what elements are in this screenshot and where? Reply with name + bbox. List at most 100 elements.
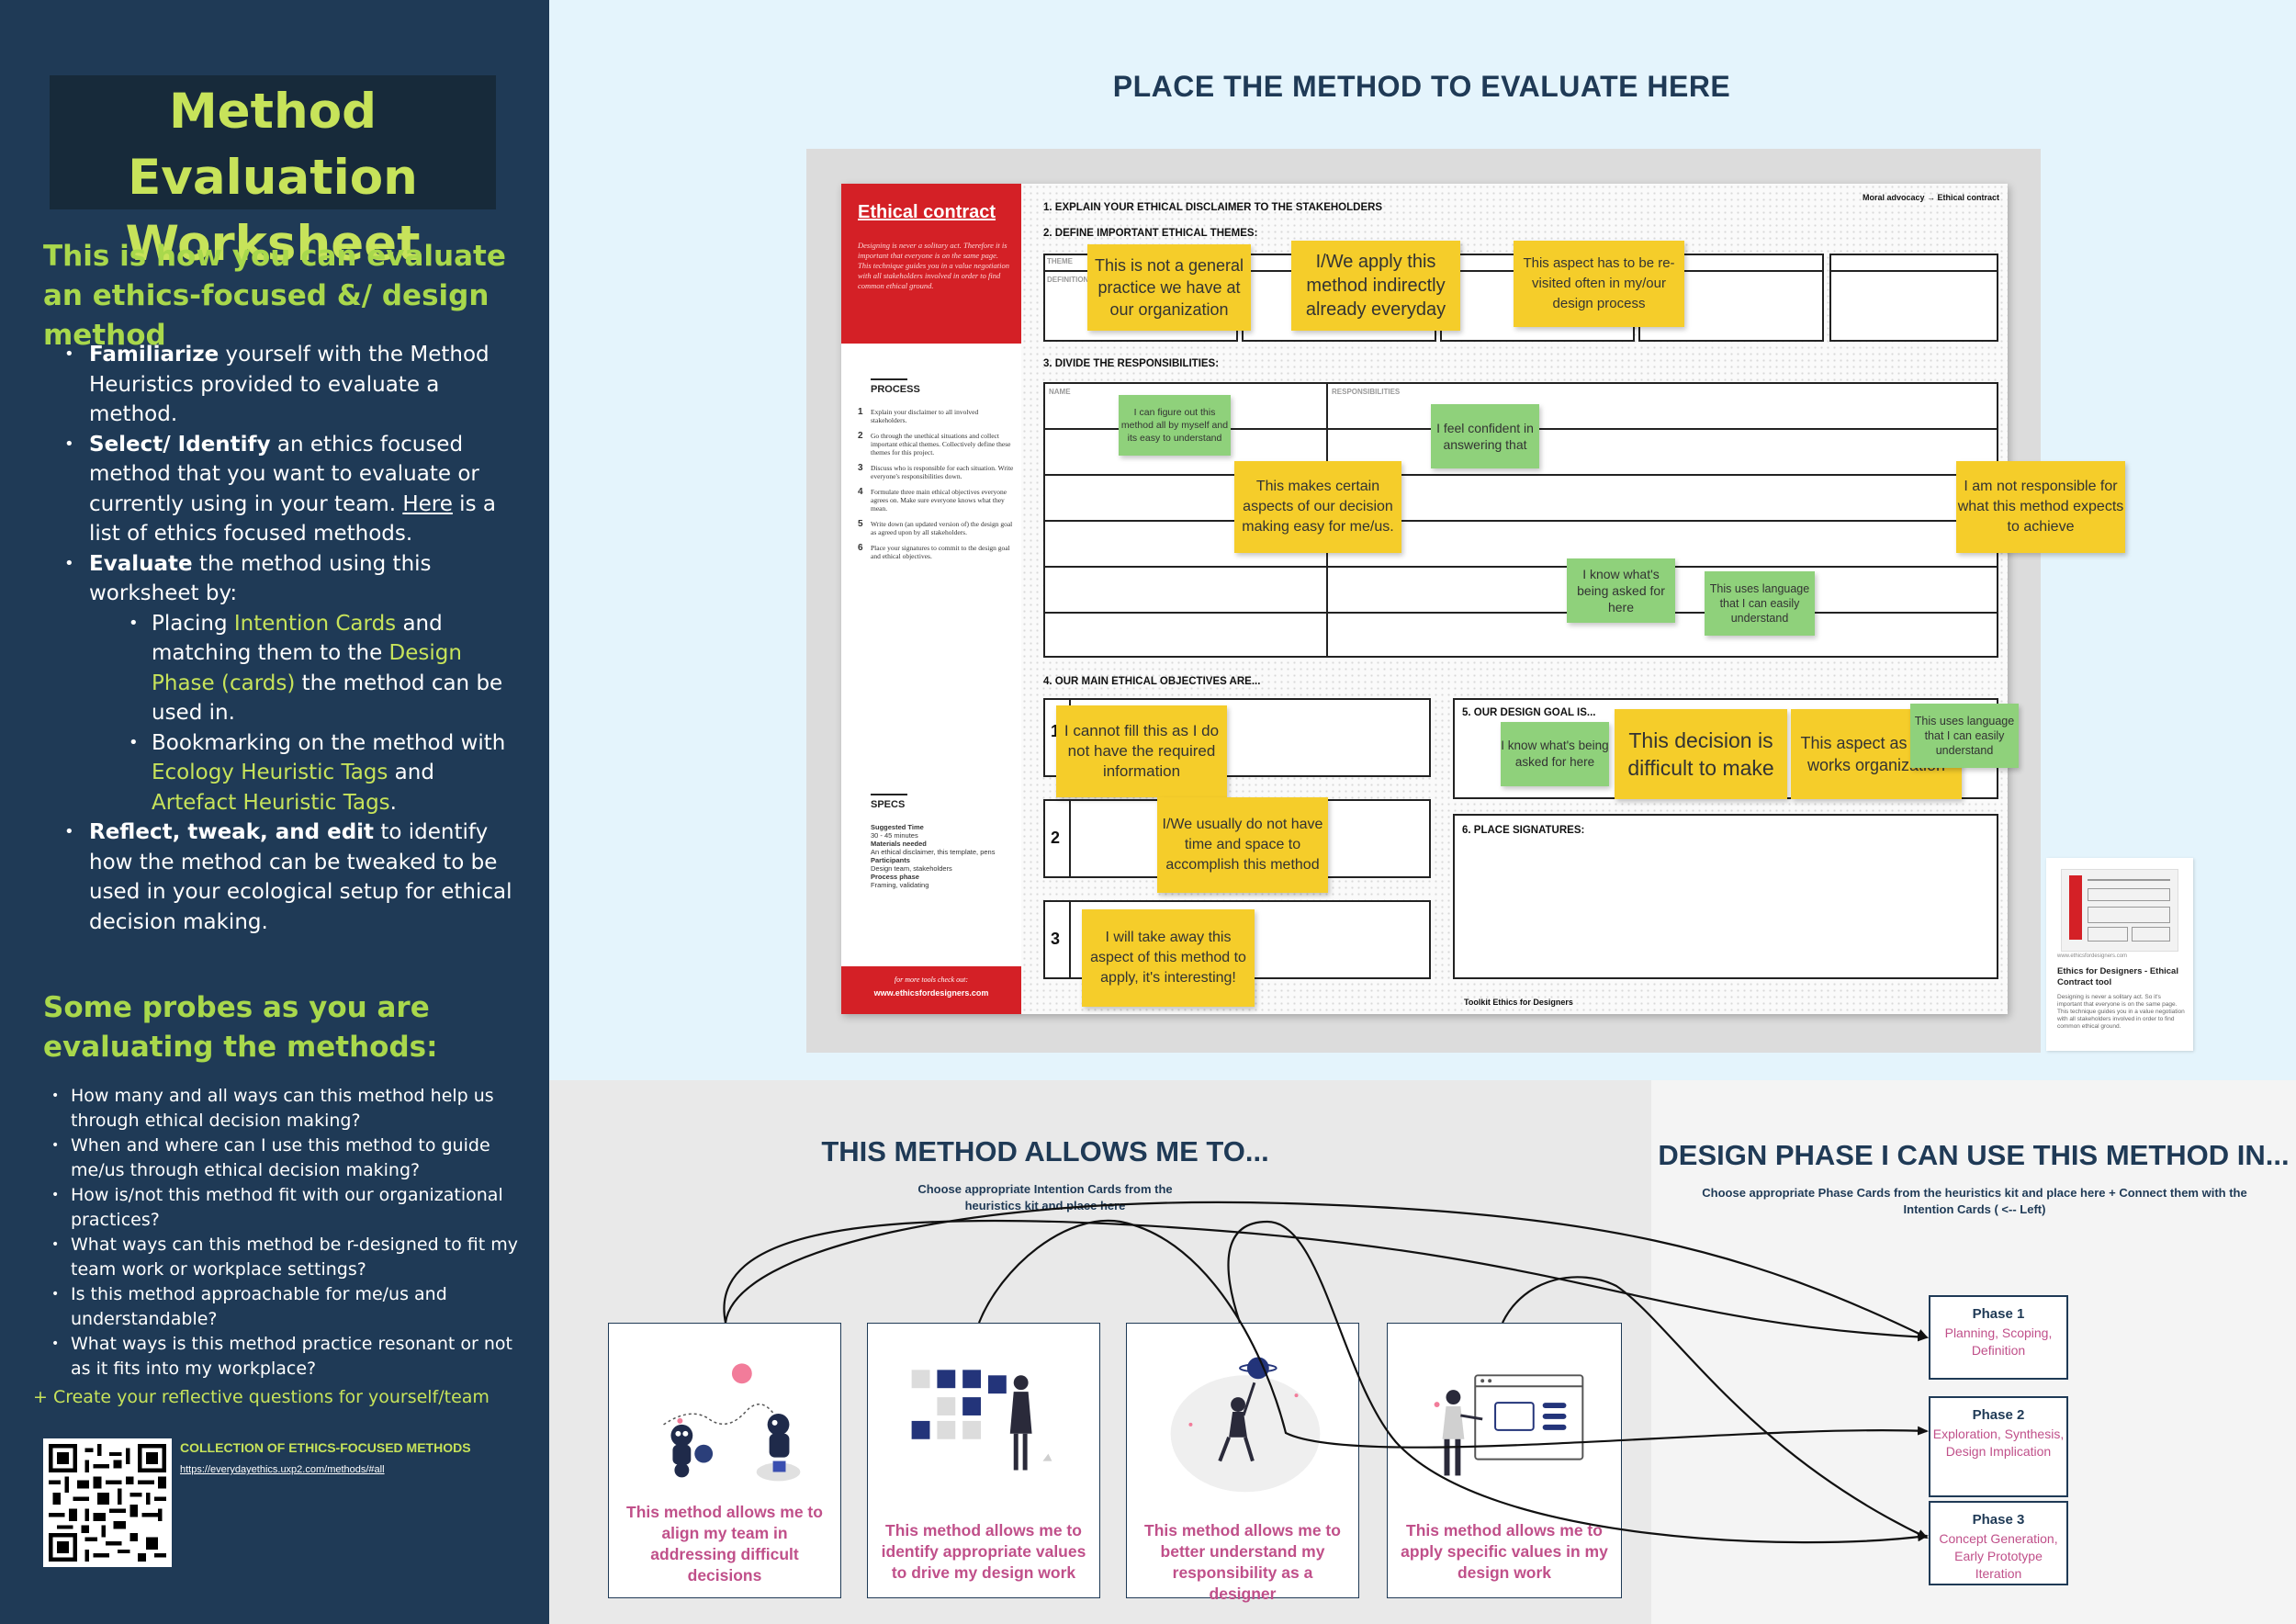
section-responsibilities: 3. DIVIDE THE RESPONSIBILITIES: bbox=[1043, 358, 1220, 369]
sticky-note[interactable]: This makes certain aspects of our decisi… bbox=[1234, 461, 1401, 553]
objective-number: 1 bbox=[1051, 722, 1061, 740]
step-evaluate: Evaluate the method using this worksheet… bbox=[43, 549, 521, 818]
allows-instructions: Choose appropriate Intention Cards from … bbox=[917, 1182, 1173, 1212]
qr-code[interactable] bbox=[43, 1438, 172, 1567]
objective-number: 3 bbox=[1051, 930, 1061, 948]
worksheet-title: Method Evaluation Worksheet bbox=[125, 84, 421, 272]
sticky-note[interactable]: I cannot fill this as I do not have the … bbox=[1056, 705, 1227, 797]
theme-label: THEME bbox=[1047, 257, 1073, 265]
sticky-note[interactable]: I am not responsible for what this metho… bbox=[1956, 461, 2125, 553]
sticky-note[interactable]: This uses language that I can easily und… bbox=[1705, 571, 1815, 636]
preview-title: Ethics for Designers - Ethical Contract … bbox=[2057, 966, 2178, 987]
probe-item: What ways is this method practice resona… bbox=[43, 1332, 521, 1382]
evaluate-substeps: Placing Intention Cards and matching the… bbox=[89, 609, 521, 818]
instruction-steps: Familiarize yourself with the Method Heu… bbox=[43, 340, 521, 937]
sticky-note[interactable]: I/We apply this method indirectly alread… bbox=[1291, 241, 1460, 331]
values-board-illustration-icon bbox=[868, 1324, 1099, 1498]
template-title: Ethical contract bbox=[858, 202, 996, 222]
template-intro: Designing is never a solitary act. There… bbox=[858, 241, 1010, 290]
divider bbox=[871, 794, 907, 795]
phase-card-2[interactable]: Phase 2 Exploration, Synthesis, Design I… bbox=[1929, 1396, 2068, 1497]
probe-item: Is this method approachable for me/us an… bbox=[43, 1282, 521, 1332]
phase-description: Planning, Scoping, Definition bbox=[1944, 1325, 2053, 1358]
section-objectives: 4. OUR MAIN ETHICAL OBJECTIVES ARE... bbox=[1043, 676, 1261, 687]
probe-item: When and where can I use this method to … bbox=[43, 1133, 521, 1183]
step-select: Select/ Identify an ethics focused metho… bbox=[43, 430, 521, 549]
sticky-note[interactable]: I can figure out this method all by myse… bbox=[1119, 395, 1231, 456]
sticky-note[interactable]: This is not a general practice we have a… bbox=[1087, 244, 1251, 331]
phase-description: Concept Generation, Early Prototype Iter… bbox=[1939, 1531, 2058, 1581]
theme-box[interactable] bbox=[1829, 254, 1998, 342]
substep-intention-cards: Placing Intention Cards and matching the… bbox=[89, 609, 521, 728]
intention-card-text: This method allows me to identify approp… bbox=[881, 1521, 1086, 1582]
template-site: www.ethicsfordesigners.com bbox=[873, 988, 989, 998]
intention-card-align-team[interactable]: This method allows me to align my team i… bbox=[608, 1323, 841, 1598]
phase-title: Phase 3 bbox=[1972, 1512, 2025, 1528]
sticky-note[interactable]: I feel confident in answering that bbox=[1431, 404, 1539, 468]
substep-bookmarking: Bookmarking on the method with Ecology H… bbox=[89, 728, 521, 818]
process-heading: PROCESS bbox=[871, 384, 920, 395]
template-footer: Toolkit Ethics for Designers bbox=[1464, 998, 1573, 1007]
intention-card-text: This method allows me to apply specific … bbox=[1401, 1521, 1608, 1582]
phase-heading: DESIGN PHASE I CAN USE THIS METHOD IN... bbox=[1658, 1139, 2290, 1171]
sticky-note[interactable]: I will take away this aspect of this met… bbox=[1082, 909, 1255, 1007]
intention-card-apply-values[interactable]: This method allows me to apply specific … bbox=[1387, 1323, 1622, 1598]
sticky-note[interactable]: This decision is difficult to make bbox=[1615, 709, 1787, 799]
methods-list-link[interactable]: Here bbox=[402, 491, 453, 516]
intention-card-identify-values[interactable]: This method allows me to identify approp… bbox=[867, 1323, 1100, 1598]
collection-title: COLLECTION OF ETHICS-FOCUSED METHODS bbox=[180, 1440, 471, 1455]
responsibilities-column-header: RESPONSIBILITIES bbox=[1332, 388, 1401, 396]
section-themes: 2. DEFINE IMPORTANT ETHICAL THEMES: bbox=[1043, 228, 1258, 239]
probe-item: How many and all ways can this method he… bbox=[43, 1084, 521, 1133]
preview-description: Designing is never a solitary act. So it… bbox=[2057, 994, 2185, 1030]
phase-instructions: Choose appropriate Phase Cards from the … bbox=[1702, 1186, 2247, 1216]
title-box: Method Evaluation Worksheet bbox=[50, 75, 496, 272]
sticky-note[interactable]: I know what's being asked for here bbox=[1501, 722, 1609, 786]
probe-item: How is/not this method fit with our orga… bbox=[43, 1183, 521, 1233]
space-illustration-icon bbox=[1127, 1324, 1358, 1498]
more-tools-text: for more tools check out: bbox=[894, 976, 969, 984]
phase-card-1[interactable]: Phase 1 Planning, Scoping, Definition bbox=[1929, 1295, 2068, 1380]
template-sidebar: Ethical contract Designing is never a so… bbox=[841, 184, 1021, 1014]
intro-heading: This is how you can evaluate an ethics-f… bbox=[43, 240, 506, 352]
section-disclaimer: 1. EXPLAIN YOUR ETHICAL DISCLAIMER TO TH… bbox=[1043, 202, 1383, 213]
definition-label: DEFINITION bbox=[1047, 276, 1089, 284]
preview-url: www.ethicsfordesigners.com bbox=[2057, 953, 2128, 959]
template-footer-block: for more tools check out: www.ethicsford… bbox=[841, 966, 1021, 1014]
probe-item: What ways can this method be r-designed … bbox=[43, 1233, 521, 1282]
team-illustration-icon bbox=[609, 1324, 840, 1498]
qr-code-icon bbox=[49, 1444, 166, 1562]
phase-card-3[interactable]: Phase 3 Concept Generation, Early Protot… bbox=[1929, 1501, 2068, 1585]
sticky-note[interactable]: This aspect has to be re-visited often i… bbox=[1514, 241, 1684, 327]
link-preview-card[interactable]: www.ethicsfordesigners.com Ethics for De… bbox=[2046, 858, 2193, 1051]
probes-list: How many and all ways can this method he… bbox=[43, 1084, 521, 1382]
step-familiarize: Familiarize yourself with the Method Heu… bbox=[43, 340, 521, 430]
sticky-note[interactable]: This uses language that I can easily und… bbox=[1910, 704, 2019, 768]
divider bbox=[871, 378, 907, 380]
sticky-note[interactable]: I know what's being asked for here bbox=[1567, 558, 1675, 623]
name-column-header: NAME bbox=[1049, 388, 1071, 396]
collection-link[interactable]: https://everydayethics.uxp2.com/methods/… bbox=[180, 1464, 385, 1475]
dashboard-illustration-icon bbox=[1388, 1324, 1621, 1498]
phase-title: Phase 1 bbox=[1972, 1306, 2025, 1322]
sticky-note[interactable]: I/We usually do not have time and space … bbox=[1157, 797, 1328, 893]
preview-image bbox=[2061, 869, 2178, 952]
create-questions-note: + Create your reflective questions for y… bbox=[33, 1387, 490, 1407]
signatures-box[interactable] bbox=[1453, 814, 1998, 979]
template-header-block: Ethical contract Designing is never a so… bbox=[841, 184, 1021, 344]
section-signatures: 6. PLACE SIGNATURES: bbox=[1462, 825, 1585, 836]
instructions-panel: Method Evaluation Worksheet This is how … bbox=[0, 0, 549, 1624]
phase-title: Phase 2 bbox=[1972, 1407, 2025, 1423]
intention-card-responsibility[interactable]: This method allows me to better understa… bbox=[1126, 1323, 1359, 1603]
specs-heading: SPECS bbox=[871, 799, 906, 810]
template-breadcrumb: Moral advocacy → Ethical contract bbox=[1863, 193, 2000, 202]
phase-description: Exploration, Synthesis, Design Implicati… bbox=[1932, 1427, 2065, 1459]
objective-number: 2 bbox=[1051, 829, 1061, 847]
